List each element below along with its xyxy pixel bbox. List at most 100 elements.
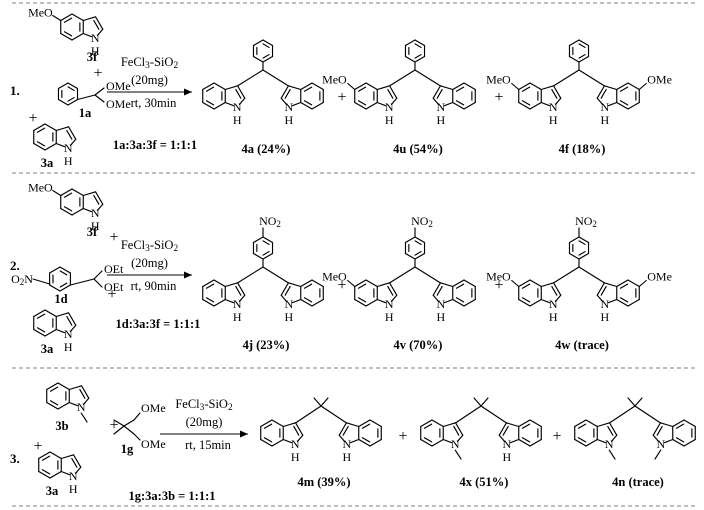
bond bbox=[389, 282, 398, 296]
bond bbox=[361, 437, 371, 443]
bond bbox=[505, 422, 520, 428]
bond bbox=[521, 86, 531, 92]
bond bbox=[82, 207, 93, 213]
bond bbox=[358, 438, 371, 447]
bond bbox=[82, 16, 97, 22]
hydrogen-atom: H bbox=[291, 450, 300, 464]
bridge-bond bbox=[553, 69, 580, 87]
bond bbox=[252, 55, 264, 63]
bond bbox=[95, 16, 104, 30]
bond bbox=[596, 294, 604, 302]
section-number: 3. bbox=[10, 451, 20, 466]
bond bbox=[518, 279, 531, 288]
bond bbox=[49, 470, 62, 479]
bond bbox=[60, 470, 71, 476]
methyl-bond bbox=[320, 397, 329, 407]
bond bbox=[55, 312, 70, 318]
bond bbox=[456, 434, 464, 442]
benzene-ring bbox=[574, 419, 598, 447]
bond bbox=[300, 279, 313, 288]
nitro-group: O2N bbox=[11, 272, 33, 287]
bond bbox=[59, 282, 68, 288]
methyl-bond bbox=[480, 397, 489, 407]
bond bbox=[616, 82, 629, 91]
bond bbox=[361, 423, 371, 429]
bond bbox=[55, 142, 66, 148]
bond bbox=[79, 388, 86, 399]
bond bbox=[683, 438, 696, 447]
methoxy-bond bbox=[52, 189, 62, 197]
bond bbox=[354, 82, 367, 91]
ethoxy-group: OEt bbox=[104, 262, 124, 276]
bond bbox=[60, 13, 73, 22]
right-indole bbox=[596, 85, 618, 107]
bond bbox=[596, 438, 607, 444]
bond bbox=[74, 466, 82, 474]
bond bbox=[263, 423, 273, 429]
bond bbox=[94, 87, 105, 96]
methoxy-group: OMe bbox=[106, 97, 131, 111]
bridge-bond bbox=[389, 69, 416, 87]
plus-sign: + bbox=[28, 110, 37, 127]
bond bbox=[71, 457, 78, 468]
bond bbox=[60, 32, 73, 41]
bond bbox=[414, 240, 422, 246]
bond bbox=[82, 191, 97, 197]
nitrogen-atom: N bbox=[64, 327, 73, 341]
bond bbox=[529, 82, 542, 91]
bond bbox=[431, 438, 444, 447]
bond bbox=[311, 279, 324, 288]
bond bbox=[202, 101, 215, 110]
bond bbox=[282, 422, 297, 428]
nitrogen-atom: N bbox=[64, 141, 73, 155]
benzene-ring bbox=[202, 82, 226, 110]
right-indole bbox=[280, 85, 302, 107]
benzene-ring bbox=[358, 419, 382, 447]
arrow-head bbox=[184, 271, 192, 279]
hydrogen-atom: H bbox=[64, 340, 73, 354]
bond bbox=[68, 385, 83, 391]
section-number: 2. bbox=[10, 258, 20, 273]
methoxy-group: OMe bbox=[141, 401, 166, 415]
hydrogen-atom: H bbox=[385, 310, 394, 324]
catalyst-label: FeCl3-SiO2 bbox=[121, 238, 179, 254]
bond bbox=[82, 32, 93, 38]
methyl-bond bbox=[634, 397, 643, 407]
bond bbox=[553, 282, 562, 296]
hydrogen-atom: H bbox=[69, 482, 78, 496]
arrow-head bbox=[184, 88, 192, 96]
bond bbox=[205, 297, 215, 303]
aryl-ring bbox=[568, 39, 590, 63]
stoichiometry-ratio: 1d:3a:3f = 1:1:1 bbox=[116, 317, 201, 331]
bridge-bond bbox=[237, 69, 264, 87]
bond bbox=[603, 85, 618, 91]
product-label: 4u (54%) bbox=[393, 142, 443, 156]
nitrogen-atom: N bbox=[600, 297, 609, 311]
bond bbox=[521, 283, 531, 289]
left-indole bbox=[376, 85, 398, 107]
bridge-bond bbox=[553, 266, 580, 284]
benzene-ring bbox=[300, 279, 324, 307]
reagent-label: 1d bbox=[54, 292, 67, 306]
right-indole bbox=[596, 282, 618, 304]
bond bbox=[93, 194, 100, 205]
bond bbox=[262, 55, 274, 63]
bond bbox=[568, 236, 580, 244]
left-indole bbox=[224, 85, 246, 107]
reaction-time: rt, 30min bbox=[131, 96, 178, 110]
bond bbox=[252, 236, 264, 244]
bond bbox=[455, 100, 465, 106]
bridge-bond bbox=[414, 69, 441, 87]
nitro-group: NO2 bbox=[411, 214, 433, 229]
bond bbox=[33, 309, 46, 318]
arrow-head bbox=[240, 430, 248, 438]
bond bbox=[652, 434, 660, 442]
plus-sign: + bbox=[398, 428, 407, 445]
bond bbox=[568, 39, 580, 47]
bond bbox=[376, 298, 387, 304]
bond bbox=[414, 250, 422, 256]
bond bbox=[354, 101, 367, 110]
bond bbox=[33, 142, 46, 151]
right-indole bbox=[338, 422, 360, 444]
bond bbox=[202, 298, 215, 307]
